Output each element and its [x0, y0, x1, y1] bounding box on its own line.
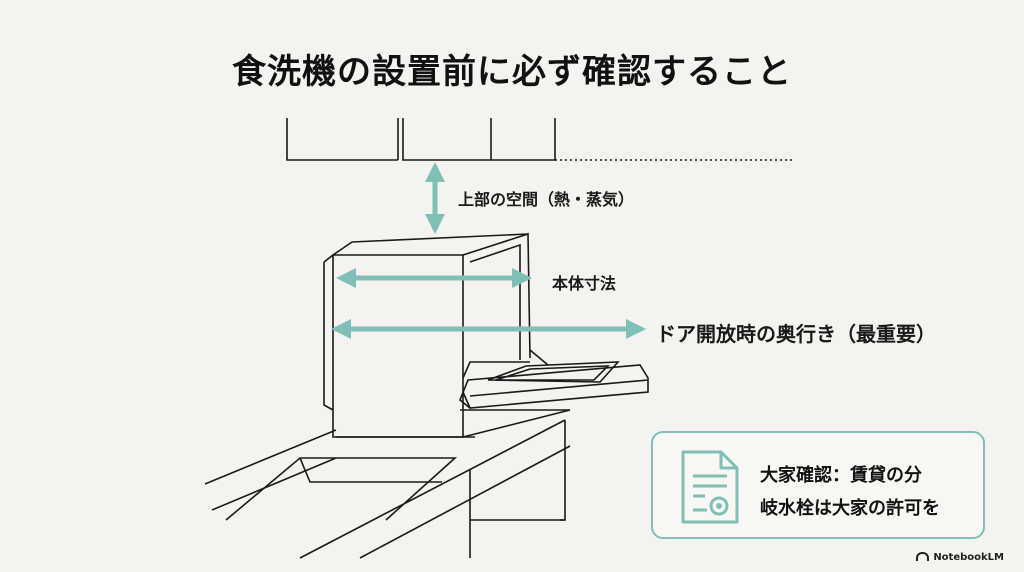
- note-line-1: 大家確認：賃貸の分: [760, 465, 922, 486]
- kitchen-counter: [204, 409, 571, 559]
- note-line-2: 岐水栓は大家の許可を: [760, 498, 940, 519]
- top-space-label: 上部の空間（熱・蒸気）: [458, 190, 635, 209]
- brand-text: NotebookLM: [933, 552, 1004, 563]
- notebooklm-logo-icon: [916, 552, 930, 561]
- dishwasher-body: [323, 232, 531, 438]
- door-depth-label: ドア開放時の奥行き（最重要）: [656, 322, 936, 346]
- document-seal-icon: [681, 450, 739, 524]
- brand-mark: NotebookLM: [916, 552, 1004, 563]
- page-title: 食洗機の設置前に必ず確認すること: [232, 52, 792, 92]
- dishwasher-open-door: [459, 349, 649, 409]
- upper-cabinet: [286, 118, 792, 161]
- landlord-note-card: 大家確認：賃貸の分 岐水栓は大家の許可を: [651, 431, 985, 539]
- body-size-label: 本体寸法: [552, 274, 617, 293]
